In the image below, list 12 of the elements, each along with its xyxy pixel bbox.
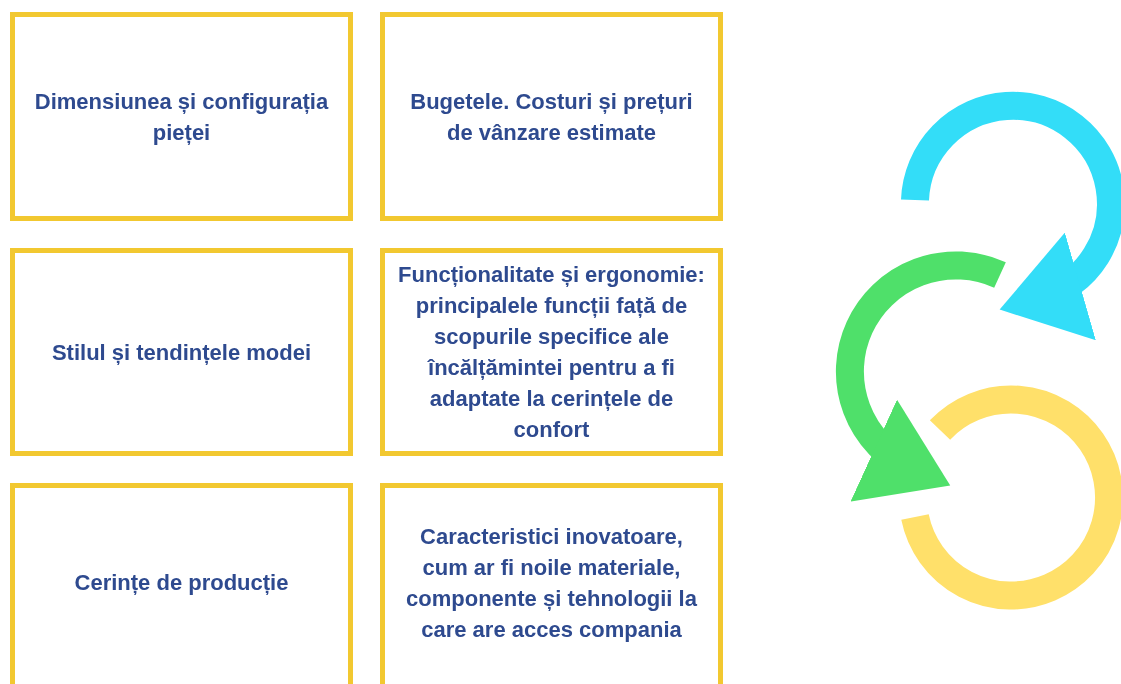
text-box	[380, 483, 723, 684]
text-box	[380, 12, 723, 221]
text-box	[10, 248, 353, 456]
text-box	[10, 483, 353, 684]
text-box	[380, 248, 723, 456]
box-text: Caracteristici inovatoare, cum ar fi noile materiale, componente și tehnologii la care are acces compania	[405, 522, 698, 644]
box-text: Stilul și tendințele modei	[51, 338, 312, 367]
box-text: Cerințe de producție	[74, 569, 289, 597]
box-text: Funcționalitate și ergonomie: principalele funcții față de scopurile specifice ale încălțămintei pentru a fi adaptate la cerințele de confort	[397, 261, 706, 444]
box-text: Bugetele. Costuri și prețuri de vânzare estimate	[409, 87, 694, 147]
text-box	[10, 12, 353, 221]
box-text: Dimensiunea și configurația pieței	[33, 87, 330, 147]
